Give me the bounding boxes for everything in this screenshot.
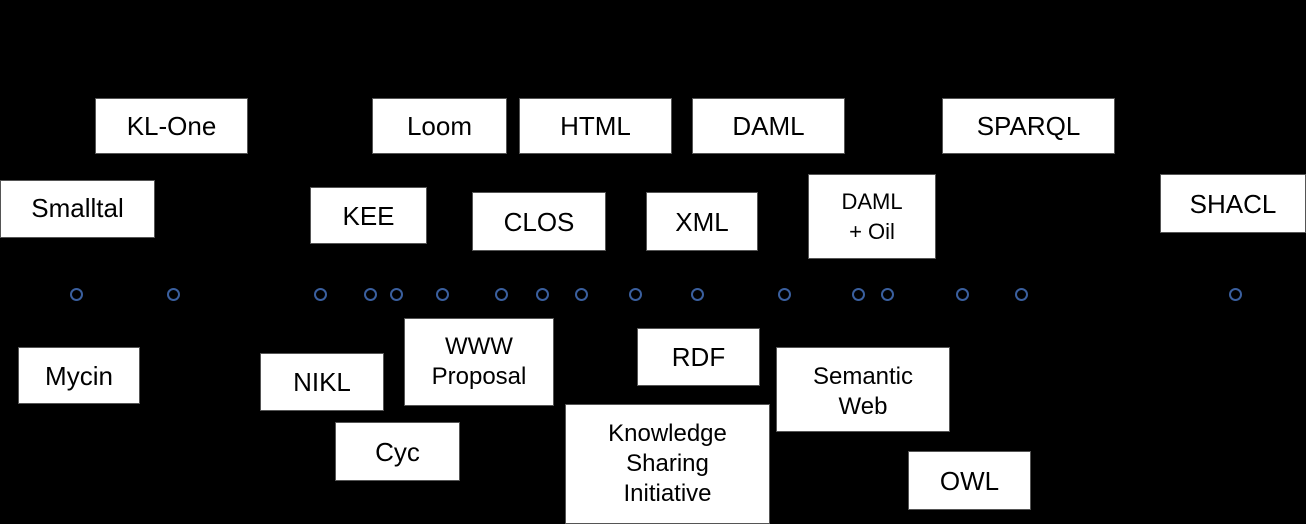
label-kl-one: KL-One [95,98,248,154]
label-www-proposal: WWW Proposal [404,318,554,406]
label-kee: KEE [310,187,427,244]
timeline-marker [536,288,549,301]
label-shacl: SHACL [1160,174,1306,233]
label-smalltalk: Smalltal [0,180,155,238]
label-owl: OWL [908,451,1031,510]
label-html: HTML [519,98,672,154]
timeline-marker [314,288,327,301]
timeline-marker [956,288,969,301]
label-semantic-web: Semantic Web [776,347,950,432]
label-daml: DAML [692,98,845,154]
timeline-marker [778,288,791,301]
timeline-marker [881,288,894,301]
timeline-marker [495,288,508,301]
timeline-marker [1015,288,1028,301]
timeline-marker [167,288,180,301]
label-loom: Loom [372,98,507,154]
label-mycin: Mycin [18,347,140,404]
label-cyc: Cyc [335,422,460,481]
timeline-marker [629,288,642,301]
label-clos: CLOS [472,192,606,251]
label-rdf: RDF [637,328,760,386]
label-xml: XML [646,192,758,251]
timeline-marker [436,288,449,301]
label-daml-oil: DAML + Oil [808,174,936,259]
timeline-marker [70,288,83,301]
timeline-marker [390,288,403,301]
label-knowledge-sharing: Knowledge Sharing Initiative [565,404,770,524]
timeline-marker [575,288,588,301]
timeline-marker [691,288,704,301]
label-sparql: SPARQL [942,98,1115,154]
label-nikl: NIKL [260,353,384,411]
timeline-marker [364,288,377,301]
timeline-marker [852,288,865,301]
timeline-marker [1229,288,1242,301]
